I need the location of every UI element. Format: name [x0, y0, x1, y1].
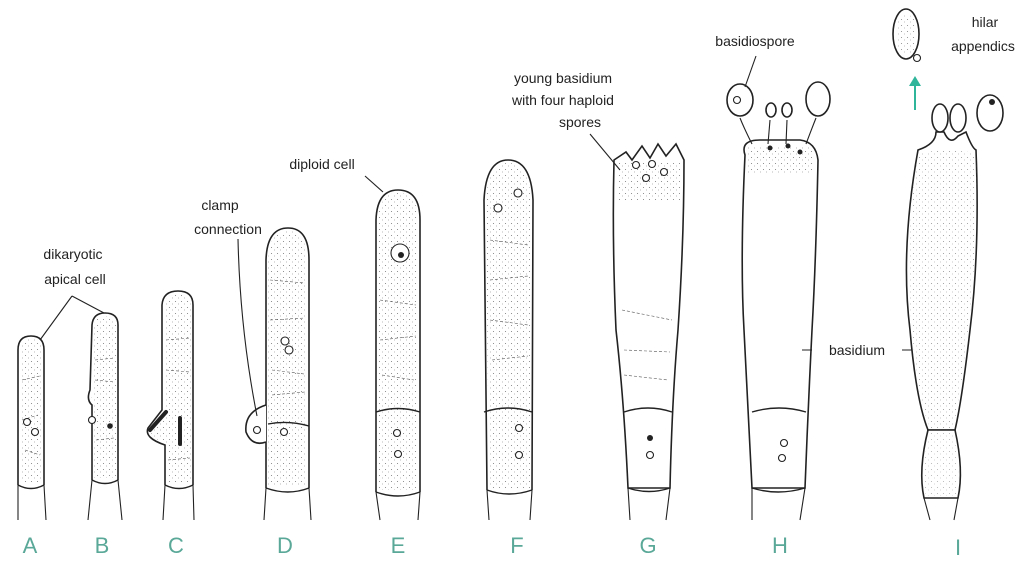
stage-letter-h: H [772, 533, 788, 558]
clamp-leader [238, 239, 257, 416]
stage-g-basidium [613, 144, 684, 520]
stage-letter-c: C [168, 533, 184, 558]
hilar-label-line2: appendics [951, 38, 1015, 54]
stage-letter-a: A [23, 533, 38, 558]
stage-b-hypha [88, 313, 122, 520]
stage-letter-i: I [955, 535, 961, 560]
stage-letter-e: E [391, 533, 406, 558]
basidiospore-leader [745, 56, 756, 87]
basidiospore-label: basidiospore [715, 33, 795, 49]
young-basidium-label-line2: with four haploid [511, 92, 614, 108]
stage-a-hypha [18, 336, 46, 520]
stage-i-basidium [893, 9, 1003, 520]
stage-f-hypha [484, 160, 533, 520]
clamp-label-line2: connection [194, 221, 262, 237]
diploid-leader [365, 176, 383, 192]
dikaryotic-label-line1: dikaryotic [43, 246, 102, 262]
dikaryotic-label-line2: apical cell [44, 271, 105, 287]
stage-letter-g: G [639, 533, 656, 558]
stage-c-hypha [147, 291, 194, 520]
clamp-label-line1: clamp [201, 197, 239, 213]
stage-letter-b: B [95, 533, 110, 558]
diploid-label: diploid cell [289, 156, 354, 172]
stage-d-hypha [246, 228, 311, 520]
basidium-label: basidium [829, 342, 885, 358]
young-basidium-label-line3: spores [559, 114, 601, 130]
young-basidium-label-line1: young basidium [514, 70, 612, 86]
stage-letter-d: D [277, 533, 293, 558]
stage-e-hypha [376, 190, 420, 520]
hilar-label-line1: hilar [972, 14, 999, 30]
stage-letter-f: F [510, 533, 523, 558]
young-basidium-leader [590, 134, 620, 170]
stage-h-basidium [727, 82, 830, 520]
